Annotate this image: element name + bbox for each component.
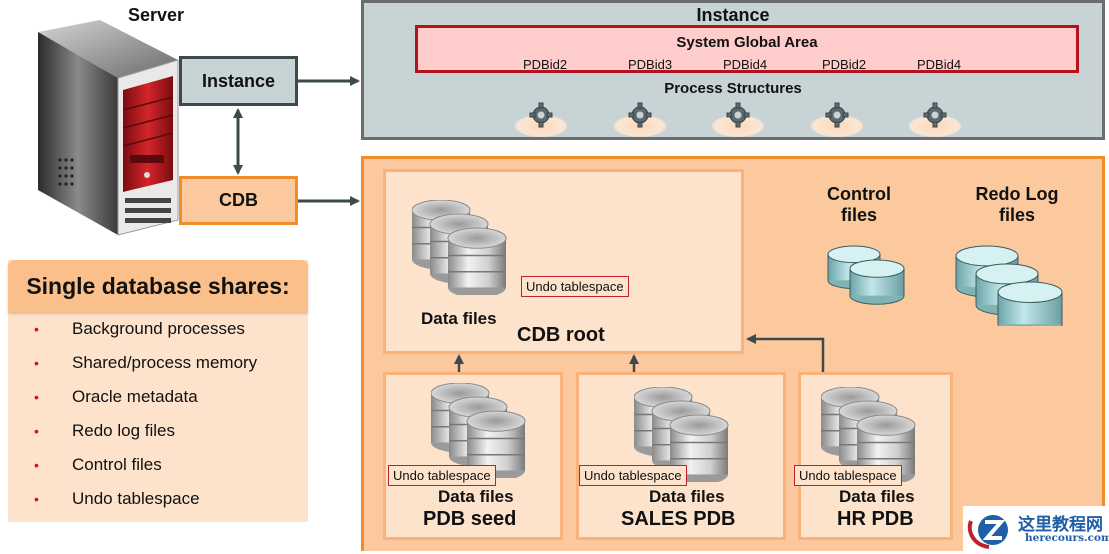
- control-files-label: Control files: [814, 184, 904, 226]
- sales-pdb-container: Undo tablespace Data files SALES PDB: [576, 372, 786, 540]
- cdb-root-label: CDB root: [517, 324, 605, 346]
- instance-title: Instance: [696, 5, 770, 25]
- process-gear-icon: [614, 101, 666, 137]
- shares-panel: Single database shares: • Background proc…: [8, 260, 308, 522]
- pdb-id-label: PDBid4: [723, 57, 768, 72]
- shares-item-label: Background processes: [72, 319, 245, 338]
- server-label: Server: [128, 5, 185, 25]
- watermark-url: herecours.com: [1025, 532, 1109, 544]
- undo-tablespace-label: Undo tablespace: [579, 465, 687, 486]
- bullet-icon: •: [34, 389, 39, 405]
- system-global-area: System Global Area PDBid2 PDBid3 PDBid4 …: [415, 25, 1079, 73]
- pdb-id-label: PDBid2: [822, 57, 867, 72]
- data-files-icon: [820, 386, 931, 487]
- shares-list-item: • Oracle metadata: [34, 387, 198, 407]
- watermark-text: 这里教程网: [1018, 515, 1103, 535]
- shares-list-item: • Undo tablespace: [34, 489, 200, 509]
- undo-tablespace-label: Undo tablespace: [388, 465, 496, 486]
- shares-item-label: Shared/process memory: [72, 353, 258, 372]
- pdb-root-arrows: [454, 334, 825, 372]
- pdb-seed-label: PDB seed: [423, 508, 517, 530]
- shares-item-label: Redo log files: [72, 421, 176, 440]
- shares-title: Single database shares:: [8, 260, 308, 312]
- control-files-line2: files: [840, 205, 878, 225]
- process-gear-icon: [712, 101, 764, 137]
- redo-log-files-icon: [955, 245, 1063, 326]
- process-gear-icon: [515, 101, 567, 137]
- shares-list-item: • Control files: [34, 455, 162, 475]
- hr-pdb-container: Undo tablespace Data files HR PDB: [794, 372, 953, 540]
- arrow-hr-to-root: [746, 334, 825, 372]
- shares-item-label: Control files: [72, 455, 162, 474]
- data-files-label: Data files: [438, 487, 514, 506]
- process-gear-icon: [909, 101, 961, 137]
- bullet-icon: •: [34, 321, 39, 337]
- pdb-id-label: PDBid2: [523, 57, 568, 72]
- bullet-icon: •: [34, 457, 39, 473]
- undo-tablespace-label: Undo tablespace: [794, 465, 902, 486]
- bullet-icon: •: [34, 491, 39, 507]
- instance-box: Instance: [179, 56, 298, 106]
- server-icon: [38, 20, 179, 236]
- instance-panel: Instance System Global Area PDBid2 PDBid…: [361, 0, 1105, 140]
- shares-item-label: Oracle metadata: [72, 387, 198, 406]
- pdb-id-label: PDBid3: [628, 57, 673, 72]
- undo-tablespace-label: Undo tablespace: [521, 276, 629, 297]
- cdb-box: CDB: [179, 176, 298, 225]
- watermark: 这里教程网 herecours.com: [963, 506, 1109, 551]
- bullet-icon: •: [34, 423, 39, 439]
- cdb-root-container: Undo tablespace Data files CDB root: [383, 169, 744, 354]
- control-files-icon: [827, 245, 905, 305]
- data-files-label: Data files: [649, 487, 725, 506]
- pdb-seed-container: Undo tablespace Data files PDB seed: [383, 372, 563, 540]
- sga-title: System Global Area: [676, 34, 818, 51]
- hr-pdb-label: HR PDB: [837, 508, 914, 530]
- shares-list-item: • Background processes: [34, 319, 245, 339]
- watermark-logo-icon: [967, 515, 1008, 549]
- shares-item-label: Undo tablespace: [72, 489, 200, 508]
- shares-list-item: • Shared/process memory: [34, 353, 257, 373]
- bullet-icon: •: [34, 355, 39, 371]
- control-files-line1: Control: [827, 184, 891, 204]
- redo-log-line1: Redo Log: [975, 184, 1059, 204]
- process-gear-icon: [811, 101, 863, 137]
- redo-log-files-label: Redo Log files: [962, 184, 1072, 226]
- pdb-id-label: PDBid4: [917, 57, 962, 72]
- process-structures-title: Process Structures: [664, 80, 802, 97]
- sales-pdb-label: SALES PDB: [621, 508, 736, 530]
- redo-log-line2: files: [998, 205, 1036, 225]
- data-files-label: Data files: [839, 487, 915, 506]
- data-files-label: Data files: [421, 309, 497, 328]
- data-files-icon: [430, 382, 541, 483]
- shares-list-item: • Redo log files: [34, 421, 175, 441]
- cdb-panel: Undo tablespace Data files CDB root Cont…: [361, 156, 1105, 551]
- data-files-icon: [411, 199, 522, 300]
